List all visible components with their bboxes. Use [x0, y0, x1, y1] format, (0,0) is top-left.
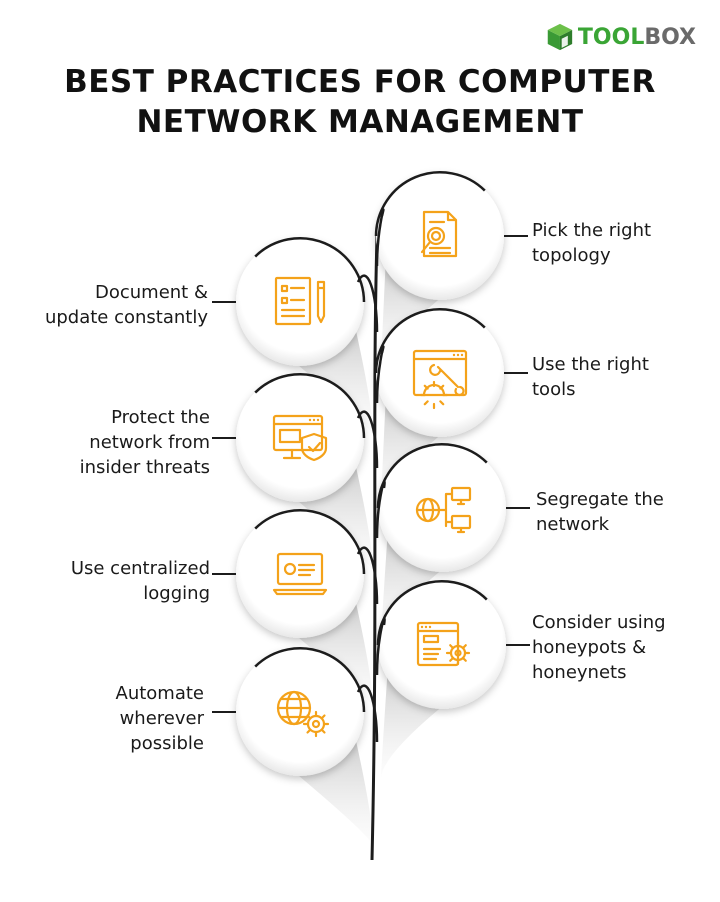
stem-branch-right-4: [375, 617, 386, 676]
document-search-icon: [420, 210, 458, 258]
node-arc: [374, 308, 486, 374]
practice-label-left-4: Automate wherever possible: [116, 681, 205, 756]
browser-gear-icon: [416, 621, 471, 667]
node-circle: [378, 581, 506, 709]
node-arc: [254, 237, 366, 303]
practice-label-left-3: Use centralized logging: [71, 556, 210, 606]
label-line: insider threats: [79, 457, 210, 478]
practice-label-right-4: Consider using honeypots & honeynets: [532, 610, 666, 685]
monitor-shield-icon: [272, 414, 328, 462]
stem-branch-left-3: [356, 546, 379, 605]
practice-node-left-2: [236, 373, 366, 502]
label-line: Use the right: [532, 354, 649, 375]
label-line: possible: [130, 733, 204, 754]
stem-branch-left-2: [356, 410, 379, 469]
node-arc: [254, 373, 366, 439]
practice-node-left-4: [236, 647, 366, 776]
practice-node-left-1: [236, 237, 366, 366]
label-line: Document &: [94, 282, 208, 303]
cube-icon: [547, 23, 573, 51]
practice-node-right-2: [374, 308, 504, 437]
label-line: honeynets: [532, 662, 627, 683]
page-title: BEST PRACTICES FOR COMPUTER NETWORK MANA…: [0, 62, 720, 142]
title-line-1: BEST PRACTICES FOR COMPUTER: [64, 64, 656, 100]
label-line: Consider using: [532, 612, 666, 633]
label-line: honeypots &: [532, 637, 647, 658]
label-line: Use centralized: [70, 558, 210, 579]
node-circle: [378, 444, 506, 572]
toolbox-logo: TOOLBOX: [546, 20, 696, 54]
label-line: network: [536, 514, 610, 535]
label-line: Segregate the: [536, 489, 664, 510]
globe-network-icon: [415, 486, 472, 534]
label-line: wherever: [119, 708, 204, 729]
label-line: network from: [89, 432, 210, 453]
label-line: Pick the right: [532, 220, 652, 241]
label-line: tools: [532, 379, 576, 400]
label-line: Automate: [115, 683, 205, 704]
stem-branch-left-1: [356, 274, 379, 333]
practice-node-right-3: [376, 443, 506, 572]
practice-label-left-2: Protect the network from insider threats: [80, 405, 210, 480]
stem-branch-right-2: [375, 345, 385, 404]
label-line: logging: [143, 583, 210, 604]
document-pen-icon: [274, 276, 326, 326]
title-line-2: NETWORK MANAGEMENT: [136, 104, 584, 140]
practice-label-right-1: Pick the right topology: [532, 218, 651, 268]
browser-wrench-gear-icon: [412, 349, 468, 410]
practice-label-right-2: Use the right tools: [532, 352, 649, 402]
node-arc: [374, 171, 486, 237]
stem-branch-right-3: [375, 480, 386, 539]
stem-branch-left-4: [356, 684, 379, 743]
practice-node-left-3: [236, 509, 366, 638]
practice-node-right-4: [376, 580, 506, 709]
node-arc: [254, 509, 366, 575]
practice-node-right-1: [374, 171, 504, 300]
label-line: update constantly: [44, 307, 208, 328]
label-line: topology: [532, 245, 611, 266]
logo-wordmark: TOOLBOX: [577, 24, 696, 50]
laptop-log-icon: [272, 552, 328, 596]
node-arc: [254, 647, 366, 713]
node-circle: [236, 238, 364, 366]
practice-label-left-1: Document & update constantly: [45, 280, 208, 330]
globe-gear-icon: [276, 690, 330, 738]
practice-label-right-3: Segregate the network: [536, 487, 664, 537]
label-line: Protect the: [111, 407, 210, 428]
stem-branch-right-1: [375, 208, 385, 267]
